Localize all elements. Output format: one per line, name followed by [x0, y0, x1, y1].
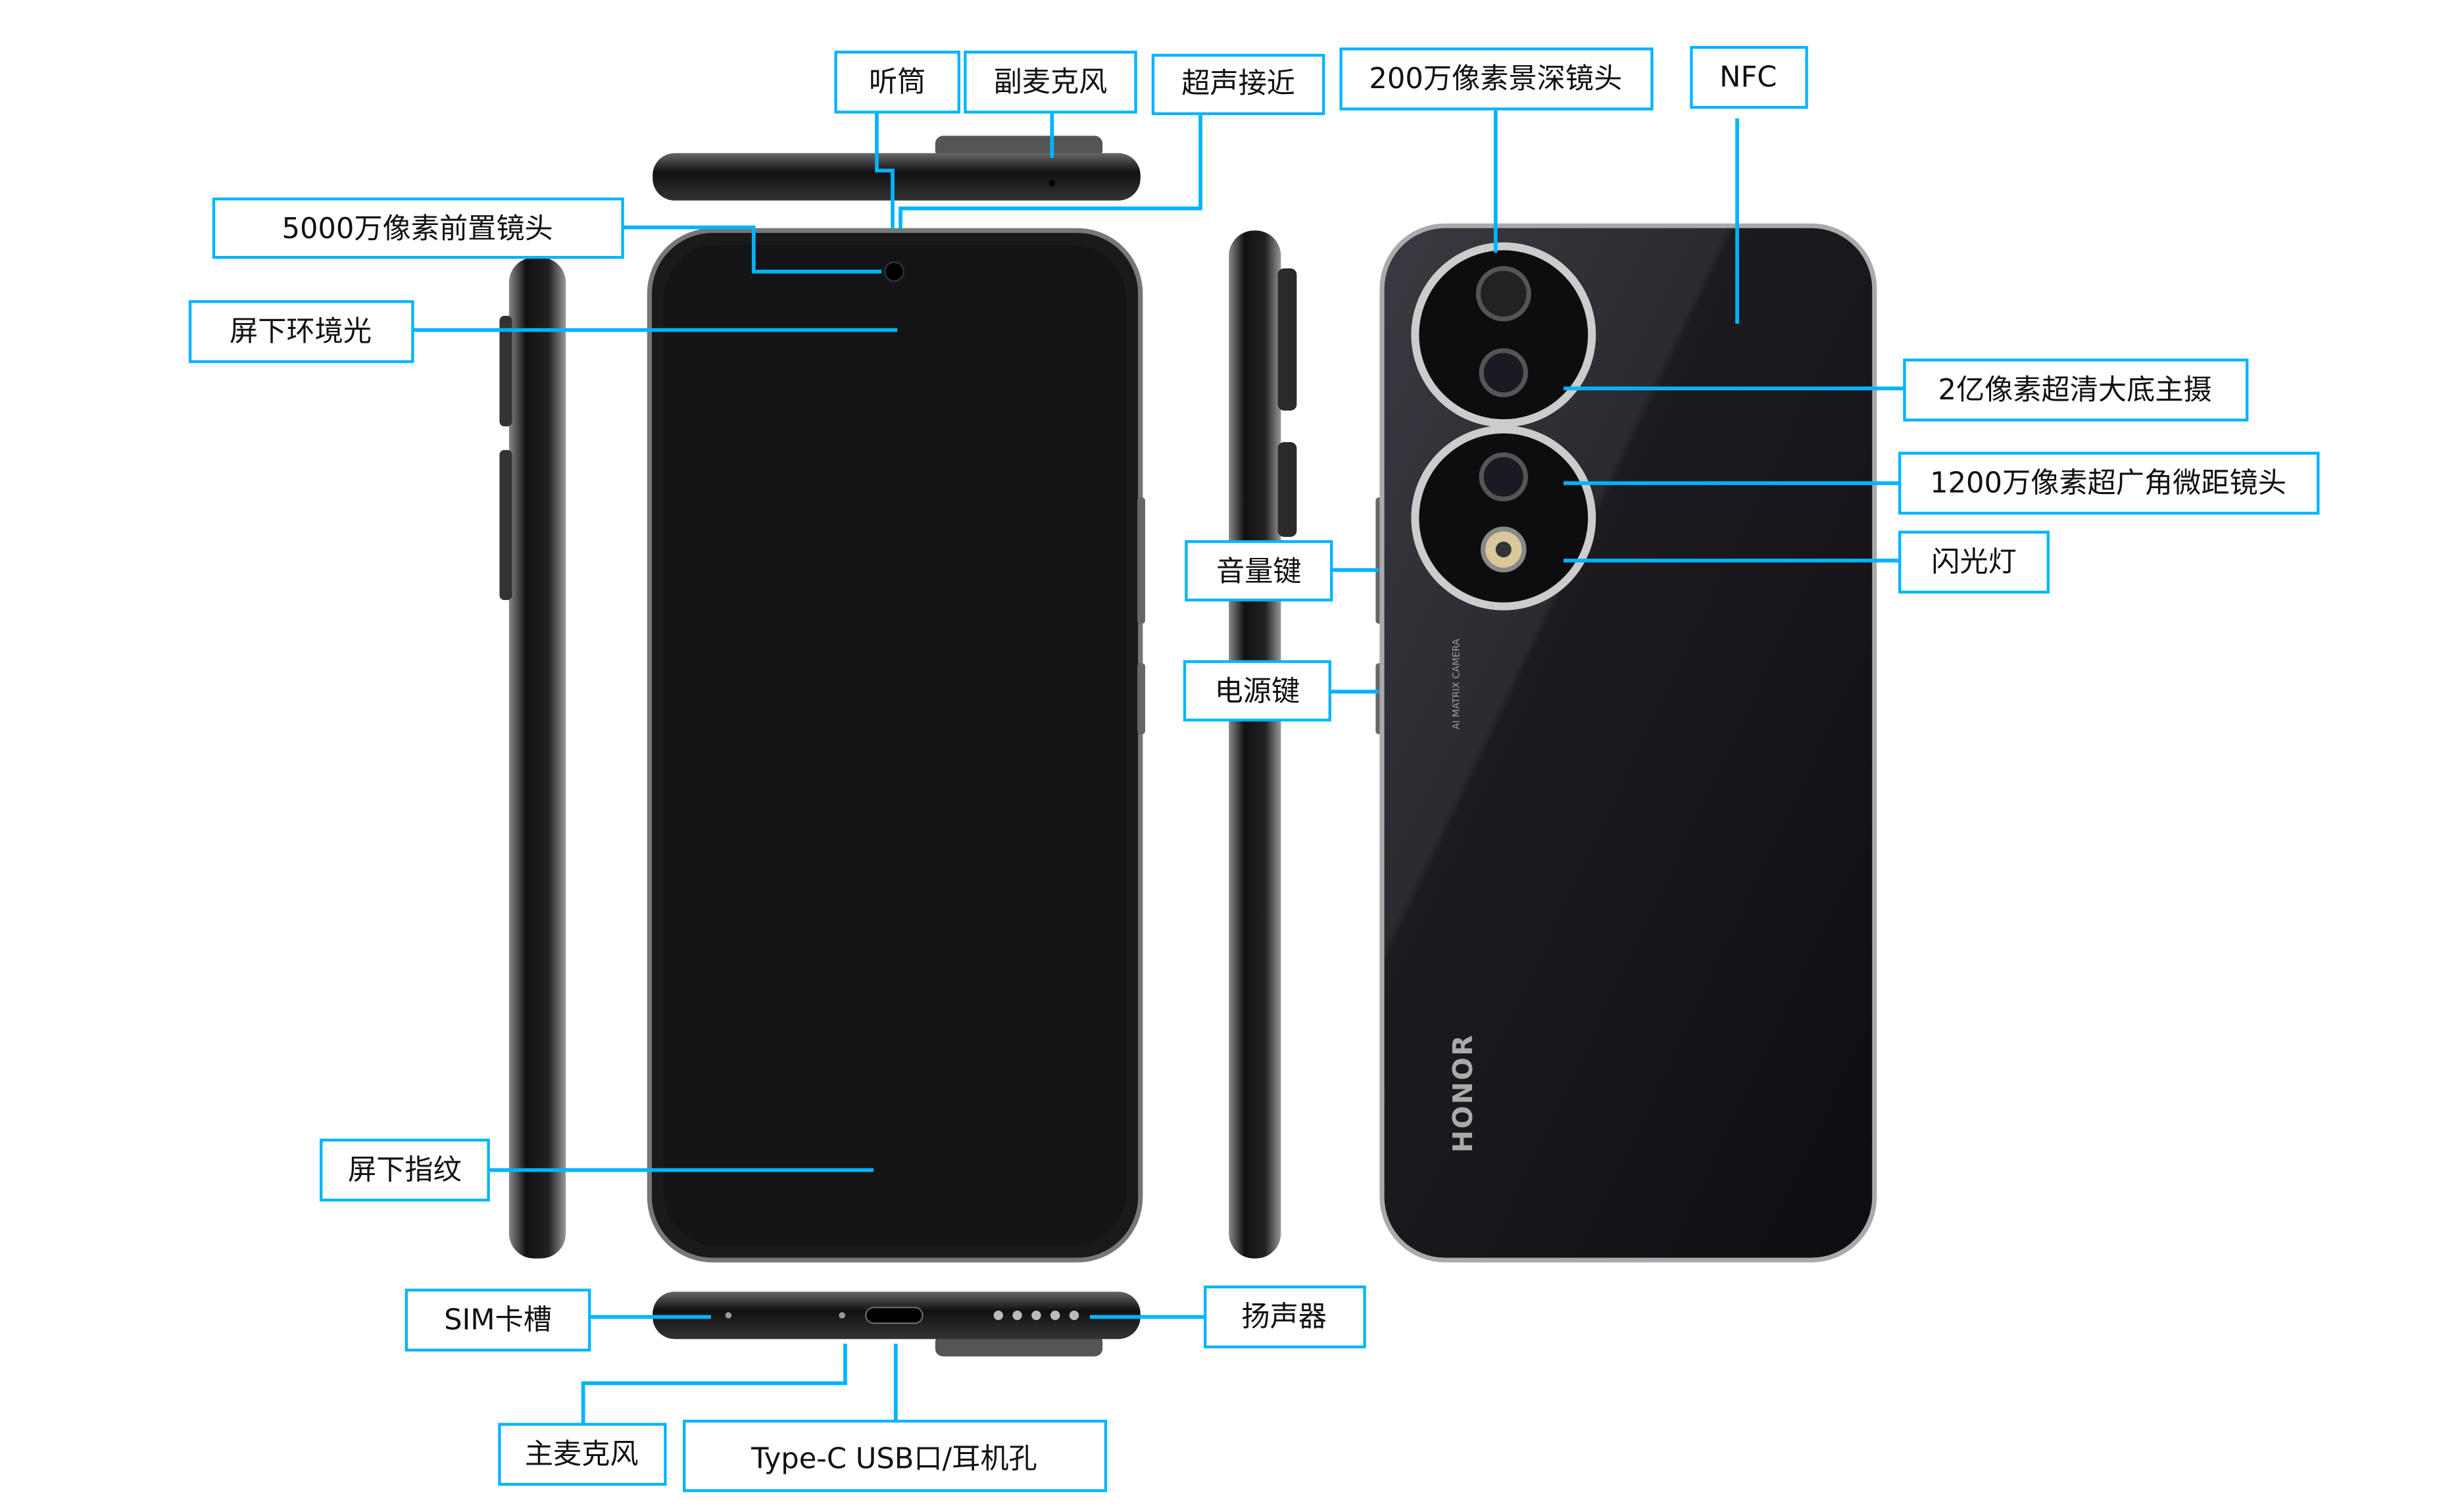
camera-text: AI MATRIX CAMERA	[1452, 639, 1462, 730]
label-fingerprint: 屏下指纹	[320, 1138, 490, 1202]
phone-top-view	[653, 136, 1141, 201]
svg-text:SIM卡槽: SIM卡槽	[444, 1303, 552, 1336]
svg-text:Type-C USB口/耳机孔: Type-C USB口/耳机孔	[751, 1443, 1037, 1476]
label-ultrasonic-proximity: 超声接近	[1151, 53, 1325, 115]
svg-text:屏下环境光: 屏下环境光	[230, 315, 372, 348]
label-main-mic: 主麦克风	[498, 1422, 667, 1486]
camera-module-bottom	[1411, 425, 1596, 611]
label-ambient-light: 屏下环境光	[188, 300, 414, 363]
phone-left-side	[499, 257, 566, 1259]
brand-logo: HONOR	[1447, 1034, 1479, 1153]
label-flash: 闪光灯	[1898, 530, 2050, 594]
phone-right-side	[1137, 230, 1384, 1259]
svg-text:1200万像素超广角微距镜头: 1200万像素超广角微距镜头	[1930, 466, 2286, 499]
svg-text:5000万像素前置镜头: 5000万像素前置镜头	[282, 213, 553, 245]
label-secondary-mic: 副麦克风	[964, 51, 1137, 114]
phone-bottom-view	[653, 1292, 1141, 1357]
svg-text:音量键: 音量键	[1216, 555, 1302, 588]
label-sim-tray: SIM卡槽	[405, 1288, 591, 1352]
camera-module-top	[1411, 242, 1596, 428]
svg-text:2亿像素超清大底主摄: 2亿像素超清大底主摄	[1938, 374, 2212, 407]
svg-text:NFC: NFC	[1719, 61, 1777, 94]
label-ultrawide-camera: 1200万像素超广角微距镜头	[1898, 451, 2320, 515]
label-main-camera: 2亿像素超清大底主摄	[1903, 359, 2249, 422]
svg-text:闪光灯: 闪光灯	[1931, 545, 2017, 578]
svg-text:超声接近: 超声接近	[1181, 67, 1295, 100]
label-power-key: 电源键	[1183, 660, 1331, 722]
label-depth-camera: 200万像素景深镜头	[1339, 47, 1654, 111]
label-volume-key: 音量键	[1185, 540, 1333, 602]
label-earpiece: 听筒	[834, 51, 960, 114]
label-speaker: 扬声器	[1204, 1285, 1366, 1349]
label-nfc: NFC	[1690, 45, 1808, 109]
front-camera-hole	[883, 261, 904, 282]
leader-lines	[412, 109, 1905, 1424]
svg-text:屏下指纹: 屏下指纹	[348, 1153, 462, 1186]
svg-text:200万像素景深镜头: 200万像素景深镜头	[1369, 63, 1622, 95]
phone-front	[647, 228, 1143, 1263]
svg-text:电源键: 电源键	[1215, 675, 1300, 708]
svg-text:听筒: 听筒	[869, 66, 925, 99]
svg-text:副麦克风: 副麦克风	[994, 66, 1108, 99]
label-front-camera: 5000万像素前置镜头	[212, 197, 624, 259]
svg-text:主麦克风: 主麦克风	[525, 1438, 639, 1470]
label-usb-port: Type-C USB口/耳机孔	[683, 1419, 1108, 1492]
phone-back: AI MATRIX CAMERA HONOR	[1379, 223, 1877, 1263]
svg-text:扬声器: 扬声器	[1241, 1301, 1327, 1334]
